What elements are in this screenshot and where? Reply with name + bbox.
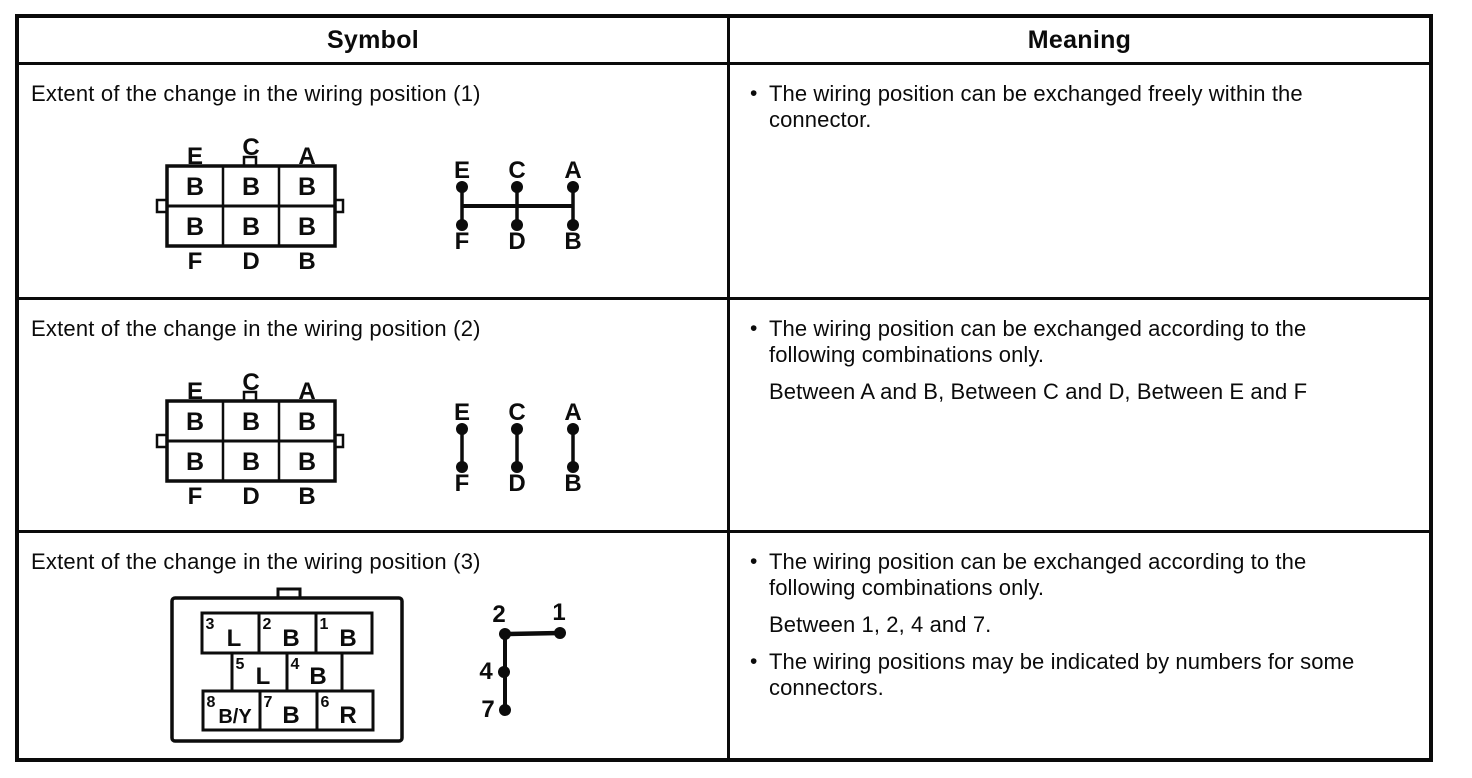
- pin-number: 1: [320, 616, 329, 633]
- wire-color-code: B: [309, 663, 326, 690]
- wire-color-cell: B: [242, 408, 260, 436]
- wire-color-code: B: [339, 625, 356, 652]
- node-label: B: [564, 228, 581, 255]
- node-label: B: [564, 470, 581, 497]
- exchange-pairs-diagram: E C A F D B: [454, 399, 582, 497]
- node-label: C: [508, 157, 525, 184]
- header-meaning-label: Meaning: [1027, 25, 1132, 54]
- row2-symbol-cell: Extent of the change in the wiring posit…: [19, 300, 730, 533]
- wire-color-cell: B: [186, 213, 204, 241]
- meaning-text: Between A and B, Between C and D, Betwee…: [769, 379, 1308, 404]
- row3-symbol-cell: Extent of the change in the wiring posit…: [19, 533, 730, 758]
- row1-symbol-cell: Extent of the change in the wiring posit…: [19, 65, 730, 300]
- pin-cell: [315, 689, 375, 732]
- row2-meaning-cell: The wiring position can be exchanged acc…: [730, 300, 1429, 533]
- pin-number: 8: [207, 694, 216, 711]
- pin-number: 7: [264, 694, 273, 711]
- connector-8pin-diagram: 3 2 1 L B B 5 4 L B 8 7 6 B/Y B R: [170, 587, 404, 743]
- wire-color-cell: B: [242, 173, 260, 201]
- wire-color-code: L: [256, 663, 271, 690]
- node-label: C: [508, 399, 525, 426]
- meaning-text: The wiring position can be exchanged acc…: [769, 549, 1307, 600]
- header-meaning: Meaning: [730, 18, 1429, 65]
- wire-color-code: B/Y: [218, 706, 252, 728]
- pin-position-label: D: [242, 483, 259, 510]
- wire-color-cell: B: [186, 173, 204, 201]
- node-label: A: [564, 399, 581, 426]
- node-label: F: [455, 228, 470, 255]
- node-label: D: [508, 228, 525, 255]
- meaning-bullet-item: The wiring position can be exchanged acc…: [750, 549, 1391, 601]
- pin-cell: [201, 689, 262, 732]
- wire-color-code: B: [282, 702, 299, 729]
- bullet-icon: [750, 649, 769, 701]
- pin-number: 6: [321, 694, 330, 711]
- pin-position-label: D: [242, 248, 259, 275]
- wire-color-code: R: [339, 702, 356, 729]
- pin-position-label: F: [188, 248, 203, 275]
- node-label: E: [454, 157, 470, 184]
- node-label: A: [564, 157, 581, 184]
- pin-position-label: B: [298, 248, 315, 275]
- node-label: F: [455, 470, 470, 497]
- node-label: E: [454, 399, 470, 426]
- wire-color-cell: B: [298, 173, 316, 201]
- pin-position-label: C: [242, 369, 259, 396]
- node-label: 1: [552, 599, 565, 626]
- meaning-text: The wiring position can be exchanged fre…: [769, 81, 1303, 132]
- meaning-text: The wiring positions may be indicated by…: [769, 649, 1355, 700]
- pin-number: 5: [236, 656, 245, 673]
- wire-color-code: L: [227, 625, 242, 652]
- wire-color-cell: B: [186, 448, 204, 476]
- pin-number: 4: [291, 656, 300, 673]
- meaning-plain-item: Between A and B, Between C and D, Betwee…: [769, 379, 1391, 405]
- node-label: 2: [492, 601, 505, 628]
- node-label: D: [508, 470, 525, 497]
- meaning-bullet-item: The wiring position can be exchanged fre…: [750, 81, 1391, 133]
- bullet-icon: [750, 316, 769, 368]
- pin-position-label: A: [298, 378, 315, 405]
- node-label: 4: [479, 658, 493, 685]
- row1-title: Extent of the change in the wiring posit…: [31, 81, 481, 106]
- pin-position-label: E: [187, 378, 203, 405]
- symbol-meaning-table: Symbol Meaning Extent of the change in t…: [15, 14, 1433, 762]
- wire-color-cell: B: [298, 408, 316, 436]
- row3-title: Extent of the change in the wiring posit…: [31, 549, 481, 574]
- node-label: 7: [481, 696, 494, 723]
- bullet-icon: [750, 81, 769, 133]
- wire-color-code: B: [282, 625, 299, 652]
- row1-meaning-cell: The wiring position can be exchanged fre…: [730, 65, 1429, 300]
- header-symbol: Symbol: [19, 18, 730, 65]
- wire-color-cell: B: [186, 408, 204, 436]
- pin-number: 3: [206, 616, 215, 633]
- pin-position-label: F: [188, 483, 203, 510]
- meaning-bullet-item: The wiring position can be exchanged acc…: [750, 316, 1391, 368]
- exchange-links-diagram: E C A F D B: [454, 157, 582, 255]
- connector-6pin-diagram: E C A B B B B B B F D B: [155, 134, 345, 275]
- numbered-nodes-diagram: 2 1 4 7: [479, 599, 566, 723]
- pin-cell: [230, 651, 289, 693]
- connector-6pin-diagram: E C A B B B B B B F D B: [155, 369, 345, 510]
- wire-color-cell: B: [242, 448, 260, 476]
- row2-title: Extent of the change in the wiring posit…: [31, 316, 481, 341]
- pin-number: 2: [263, 616, 272, 633]
- pin-position-label: E: [187, 143, 203, 170]
- row3-meaning-cell: The wiring position can be exchanged acc…: [730, 533, 1429, 758]
- meaning-bullet-item: The wiring positions may be indicated by…: [750, 649, 1391, 701]
- meaning-text: Between 1, 2, 4 and 7.: [769, 612, 992, 637]
- wire-color-cell: B: [298, 213, 316, 241]
- meaning-plain-item: Between 1, 2, 4 and 7.: [769, 612, 1391, 638]
- wire-color-cell: B: [242, 213, 260, 241]
- header-symbol-label: Symbol: [326, 25, 420, 54]
- bullet-icon: [750, 549, 769, 601]
- pin-cell: [258, 689, 319, 732]
- wire-color-cell: B: [298, 448, 316, 476]
- pin-cell: [314, 611, 374, 655]
- meaning-text: The wiring position can be exchanged acc…: [769, 316, 1307, 367]
- pin-position-label: C: [242, 134, 259, 161]
- pin-position-label: B: [298, 483, 315, 510]
- pin-position-label: A: [298, 143, 315, 170]
